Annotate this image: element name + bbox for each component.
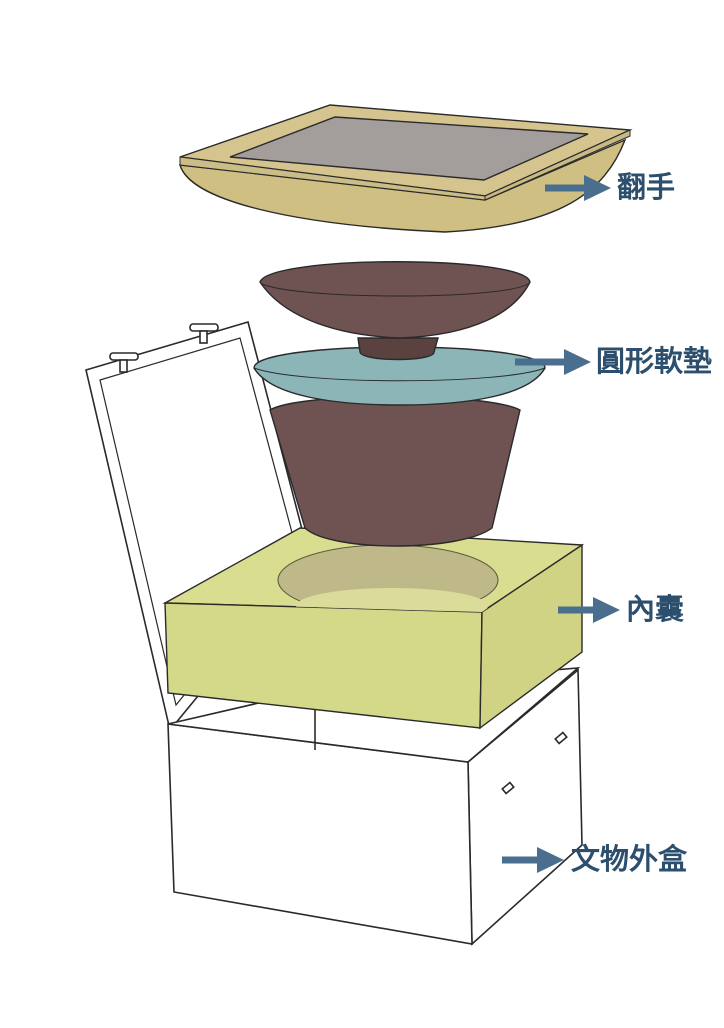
lid-underside	[179, 138, 627, 233]
door-knob-icon	[109, 352, 139, 373]
lid-panel	[229, 116, 589, 181]
label-lid: 翻手	[617, 170, 676, 204]
label-inner-liner: 內囊	[626, 592, 685, 626]
box-handle-icon	[554, 731, 568, 745]
door-knob-icon	[189, 323, 219, 344]
box-handle-icon	[501, 781, 515, 795]
vessel-body	[269, 395, 521, 547]
arrow-pad	[515, 349, 591, 375]
liner-right	[479, 543, 583, 730]
liner-front	[164, 602, 483, 729]
round-pad	[253, 346, 546, 406]
inner-liner	[162, 527, 585, 730]
arrow-liner	[558, 597, 620, 623]
lid	[179, 104, 633, 233]
label-outer-box: 文物外盒	[571, 842, 688, 876]
arrow-lid	[545, 175, 611, 201]
arrow-box	[502, 847, 564, 873]
label-round-pad: 圓形軟墊	[596, 344, 713, 378]
vessel-bowl	[259, 261, 531, 361]
